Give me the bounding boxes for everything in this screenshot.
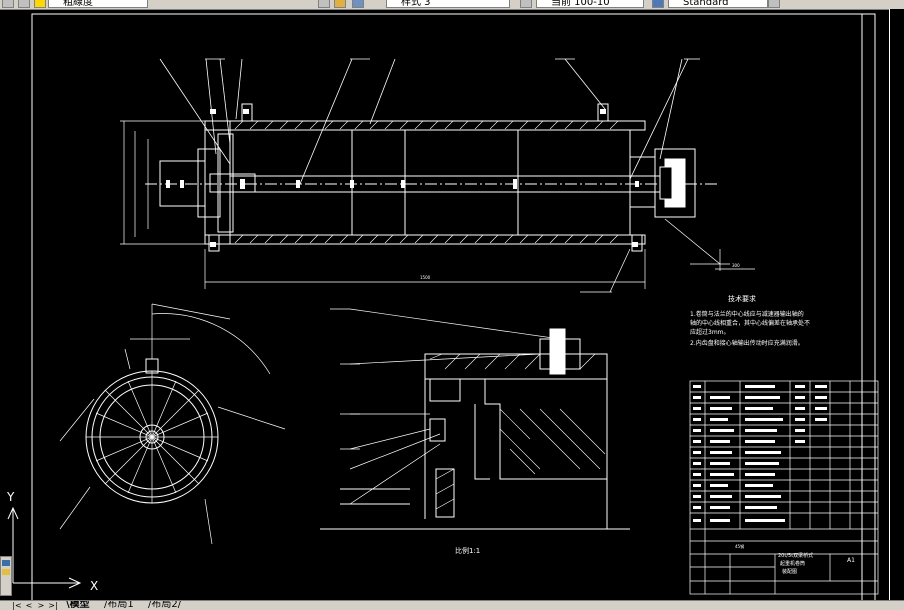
- dimensions-front: [120, 120, 755, 293]
- drawing-canvas[interactable]: 技术要求 1.卷筒与法兰的中心线应与减速器输出轴的 轴的中心线相重合，其中心线偏…: [0, 9, 904, 603]
- style-dropdown-arrow[interactable]: [768, 0, 780, 8]
- drum-front-view: [145, 103, 720, 252]
- style-combo[interactable]: Standard: [668, 0, 768, 8]
- title-sheet: A1: [847, 557, 855, 564]
- drum-side-view: [59, 303, 286, 545]
- last-tab-button[interactable]: >|: [48, 601, 58, 610]
- scale-note: 比例1:1: [455, 546, 480, 555]
- cad-drawing: 技术要求 1.卷筒与法兰的中心线应与减速器输出轴的 轴的中心线相重合，其中心线偏…: [6, 13, 879, 603]
- linetype-icon[interactable]: [520, 0, 532, 8]
- ucs-y-label: Y: [6, 490, 15, 504]
- layer-dropdown-arrow[interactable]: [318, 0, 330, 8]
- title-name-3: 装配图: [782, 568, 797, 575]
- tab-layout1-label: 布局1: [107, 600, 134, 610]
- vertical-scrollbar[interactable]: [889, 9, 904, 603]
- ucs-x-label: X: [90, 579, 98, 593]
- tech-req-line-3: 应超过3mm。: [690, 328, 730, 336]
- title-name-2: 起重机卷筒: [780, 560, 805, 567]
- layer-combo[interactable]: 粗線度: [48, 0, 148, 8]
- tech-req-title: 技术要求: [728, 294, 756, 303]
- scale-combo-value: 当前 100-10: [551, 0, 610, 8]
- tab-layout2[interactable]: /布局2/: [148, 600, 182, 610]
- linetype-combo[interactable]: 样式 3: [386, 0, 510, 8]
- scale-combo[interactable]: 当前 100-10: [536, 0, 644, 8]
- ucs-icon: [7, 506, 82, 589]
- layout-tab-bar: |< < > >| \模型 /布局1 /布局2/: [0, 600, 904, 610]
- tech-req-line-1: 1.卷筒与法兰的中心线应与减速器输出轴的: [690, 310, 804, 318]
- layer-icon[interactable]: [34, 0, 46, 8]
- style-combo-value: Standard: [683, 0, 729, 8]
- parts-list-text-blocks: [693, 385, 827, 522]
- title-material: 45钢: [735, 543, 744, 549]
- layer-prev-button[interactable]: [18, 0, 30, 8]
- leader-lines-top: [159, 58, 700, 185]
- tech-req-line-2: 轴的中心线相重合，其中心线偏差在轴承处不: [690, 319, 810, 327]
- palette-icon-2: [2, 569, 10, 575]
- properties-toolbar: 粗線度 样式 3 当前 100-10 Standard: [0, 0, 904, 10]
- tool-palette-stub[interactable]: [0, 556, 12, 596]
- dim-length: 1500: [420, 275, 431, 280]
- dim-right: 300: [732, 263, 740, 268]
- linetype-combo-value: 样式 3: [401, 0, 431, 8]
- layer-match-icon[interactable]: [334, 0, 346, 8]
- tab-model-label: 模型: [69, 600, 90, 610]
- layer-states-button[interactable]: [2, 0, 14, 8]
- palette-icon: [2, 560, 10, 566]
- layer-walk-icon[interactable]: [352, 0, 364, 8]
- tech-req-line-4: 2.内齿盘和接心轴输出传动时应充满润滑。: [690, 339, 804, 347]
- tab-model[interactable]: \模型: [66, 600, 90, 610]
- layer-combo-value: 粗線度: [63, 0, 93, 8]
- prev-tab-button[interactable]: <: [25, 601, 33, 610]
- style-icon[interactable]: [652, 0, 664, 8]
- title-name-1: 20t/5t双梁桥式: [778, 552, 813, 559]
- next-tab-button[interactable]: >: [37, 601, 45, 610]
- first-tab-button[interactable]: |<: [12, 601, 22, 610]
- tab-layout2-label: 布局2: [151, 600, 178, 610]
- tab-layout1[interactable]: /布局1: [104, 600, 134, 610]
- parts-list: [689, 380, 879, 595]
- detail-section-view: [320, 308, 630, 530]
